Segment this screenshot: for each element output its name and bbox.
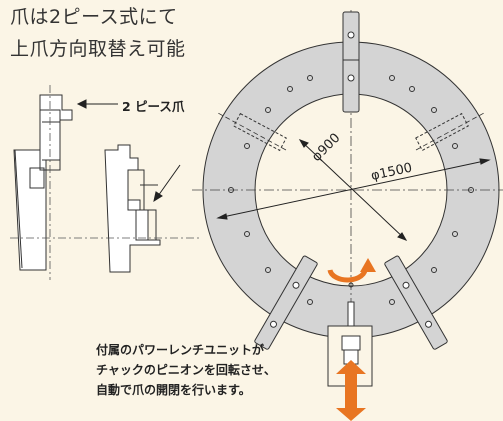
caption-line-1: 付属のパワーレンチユニットが bbox=[96, 343, 265, 357]
caption: 付属のパワーレンチユニットが チャックのピニオンを回転させ、 自動で爪の開閉を行… bbox=[96, 340, 276, 400]
caption-line-2: チャックのピニオンを回転させ、 bbox=[96, 363, 276, 377]
jaw-lower-left bbox=[384, 255, 448, 350]
rotation-arrow-icon bbox=[327, 258, 376, 283]
jaw-cross-section-right bbox=[104, 144, 161, 273]
jaw-top bbox=[342, 11, 360, 113]
two-piece-jaw-label: 2 ピース爪 bbox=[122, 99, 185, 114]
title-line-1: 爪は2ピース式にて bbox=[10, 6, 178, 28]
jaw-lower-right bbox=[254, 255, 318, 350]
up-down-arrow-icon bbox=[336, 360, 366, 421]
jaw-cross-section-left bbox=[13, 94, 73, 271]
title-line-2: 上爪方向取替え可能 bbox=[10, 38, 186, 60]
caption-line-3: 自動で爪の開閉を行います。 bbox=[96, 383, 251, 397]
